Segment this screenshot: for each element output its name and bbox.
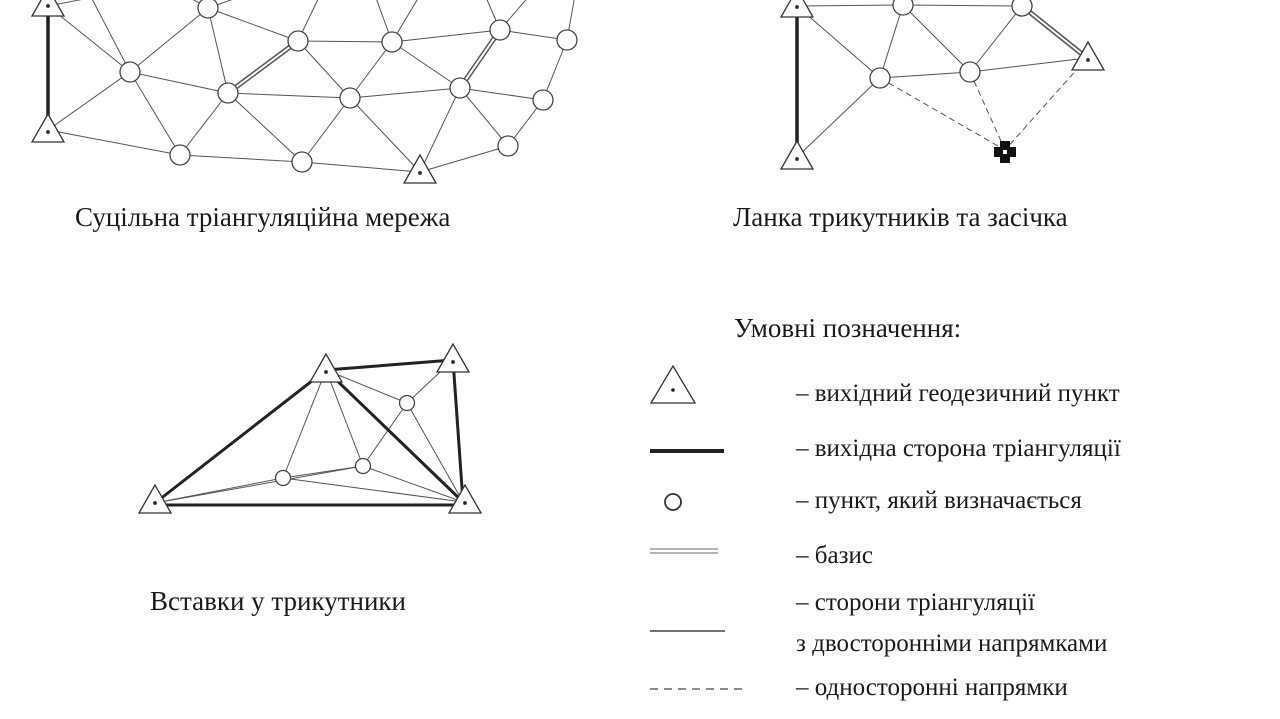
legend-title: Умовні позначення: <box>734 313 962 343</box>
chain-intersection-diagram <box>780 0 1105 170</box>
inserts-diagram <box>138 343 482 514</box>
legend-item-text: – сторони тріангуляції <box>796 589 1036 616</box>
caption-continuous-network: Суцільна тріангуляційна мережа <box>75 202 451 232</box>
caption-inserts: Вставки у трикутники <box>150 586 406 616</box>
legend-item-text: – вихідний геодезичний пункт <box>796 380 1120 407</box>
caption-chain-intersection: Ланка трикутників та засічка <box>733 202 1068 232</box>
legend-triangle-point-icon <box>649 364 697 404</box>
legend-item-text-continued: з двосторонніми напрямками <box>796 630 1108 657</box>
legend-double-line-icon <box>650 548 718 554</box>
continuous-network-diagram <box>31 0 578 184</box>
legend-item-text: – вихідна сторона тріангуляції <box>796 435 1121 462</box>
legend-item-text: – пункт, який визначається <box>796 487 1082 514</box>
legend-item-text: – базис <box>796 542 873 569</box>
intersection-point-icon <box>994 141 1016 163</box>
legend-circle-point-icon <box>664 493 682 511</box>
legend-item-text: – односторонні напрямки <box>796 674 1068 701</box>
